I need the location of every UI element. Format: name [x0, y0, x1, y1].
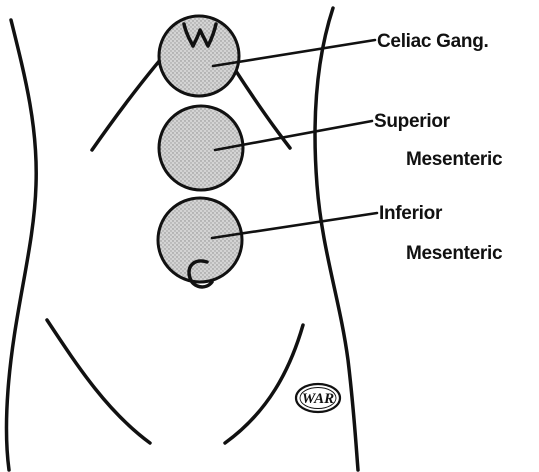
- inferior-label-line1: Inferior: [379, 203, 443, 224]
- celiac-label: Celiac Gang.: [377, 31, 489, 52]
- inguinal-line-right: [225, 325, 303, 443]
- superior-label-line1: Superior: [374, 111, 451, 132]
- celiac-ganglion: [159, 16, 239, 96]
- inferior-mesenteric-ganglion: [158, 198, 242, 287]
- inguinal-line-left: [47, 320, 150, 443]
- war-monogram-text: WAR: [302, 391, 334, 407]
- torso-left-outline: [6, 20, 36, 470]
- superior-label-line2: Mesenteric: [406, 149, 503, 170]
- inferior-label-line2: Mesenteric: [406, 243, 503, 264]
- war-monogram-logo: WAR: [296, 384, 340, 412]
